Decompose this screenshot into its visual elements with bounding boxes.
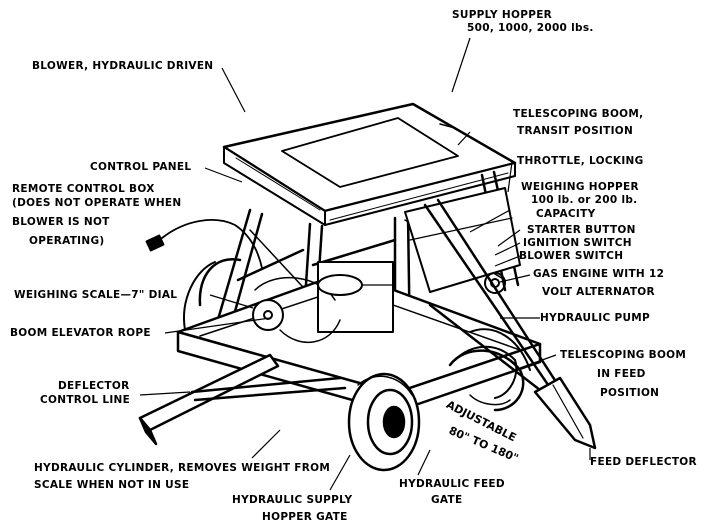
label-throttle: THROTTLE, LOCKING	[517, 155, 644, 167]
label-blower: BLOWER, HYDRAULIC DRIVEN	[32, 60, 214, 72]
scale-dial-drawing	[252, 274, 363, 344]
label-telescoping-boom-feed-1: TELESCOPING BOOM	[560, 349, 687, 361]
label-weighing-hopper-3: CAPACITY	[536, 208, 596, 220]
front-wheel-drawing	[347, 372, 421, 472]
label-hydraulic-cylinder-2: SCALE WHEN NOT IN USE	[34, 479, 190, 491]
label-blower-switch: BLOWER SWITCH	[519, 250, 624, 262]
label-hydraulic-cylinder-1: HYDRAULIC CYLINDER, REMOVES WEIGHT FROM	[34, 462, 331, 474]
tow-tongue-drawing	[138, 353, 347, 446]
label-boom-elevator-rope: BOOM ELEVATOR ROPE	[10, 327, 151, 339]
label-remote-box-3: BLOWER IS NOT	[12, 216, 110, 228]
label-deflector-control-2: CONTROL LINE	[40, 394, 131, 406]
label-supply-hopper: SUPPLY HOPPER	[452, 9, 553, 21]
label-feed-deflector: FEED DEFLECTOR	[590, 456, 697, 468]
label-telescoping-boom-feed-2: IN FEED	[597, 368, 646, 380]
label-remote-box-4: OPERATING)	[29, 235, 105, 247]
label-telescoping-boom-transit-2: TRANSIT POSITION	[517, 125, 634, 137]
label-remote-box-1: REMOTE CONTROL BOX	[12, 183, 155, 195]
label-hydraulic-supply-gate-1: HYDRAULIC SUPPLY	[232, 494, 353, 506]
right-wheel-drawing	[448, 349, 525, 412]
label-hydraulic-pump: HYDRAULIC PUMP	[540, 312, 651, 324]
label-hydraulic-feed-gate-1: HYDRAULIC FEED	[399, 478, 505, 490]
label-telescoping-boom-feed-3: POSITION	[600, 387, 660, 399]
label-gas-engine-2: VOLT ALTERNATOR	[542, 286, 655, 298]
label-weighing-hopper-2: 100 lb. or 200 lb.	[531, 194, 638, 206]
leader-lines	[139, 37, 591, 491]
remote-box-drawing	[145, 219, 263, 269]
supply-hopper-drawing	[222, 102, 517, 226]
label-starter-button: STARTER BUTTON	[527, 224, 636, 236]
label-supply-hopper-sizes: 500, 1000, 2000 lbs.	[467, 22, 594, 34]
label-telescoping-boom-transit-1: TELESCOPING BOOM,	[513, 108, 644, 120]
feed-deflector-drawing	[533, 376, 597, 450]
label-hydraulic-feed-gate-2: GATE	[431, 494, 463, 506]
label-gas-engine-1: GAS ENGINE WITH 12	[533, 268, 665, 280]
label-weighing-hopper-1: WEIGHING HOPPER	[521, 181, 639, 193]
label-weighing-scale: WEIGHING SCALE—7" DIAL	[14, 289, 178, 301]
label-ignition-switch: IGNITION SWITCH	[523, 237, 632, 249]
rear-wheel-drawing	[183, 257, 242, 331]
label-deflector-control-1: DEFLECTOR	[58, 380, 130, 392]
label-hydraulic-supply-gate-2: HOPPER GATE	[262, 511, 348, 523]
label-control-panel: CONTROL PANEL	[90, 161, 192, 173]
label-remote-box-2: (DOES NOT OPERATE WHEN	[12, 197, 182, 209]
